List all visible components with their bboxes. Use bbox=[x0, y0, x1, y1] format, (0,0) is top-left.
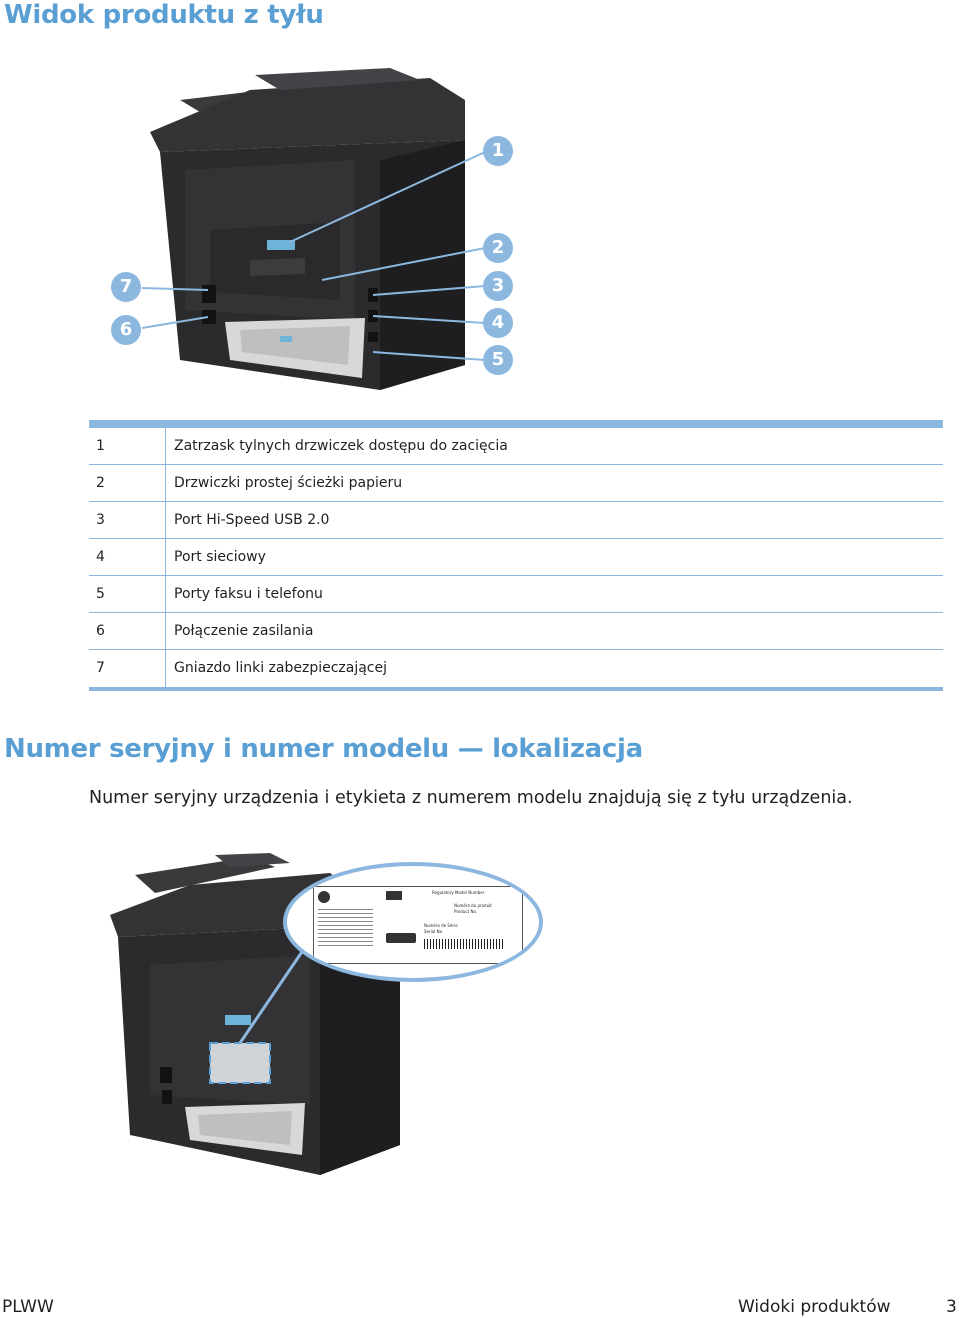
column-divider bbox=[165, 465, 166, 501]
footer-page-number: 3 bbox=[946, 1297, 957, 1317]
fcc-logo-icon bbox=[386, 891, 402, 900]
callout-5: 5 bbox=[483, 345, 513, 375]
row-description: Zatrzask tylnych drzwiczek dostępu do za… bbox=[174, 438, 508, 454]
table-row: 2 Drzwiczki prostej ścieżki papieru bbox=[89, 465, 943, 502]
table-row: 3 Port Hi-Speed USB 2.0 bbox=[89, 502, 943, 539]
legend-table: 1 Zatrzask tylnych drzwiczek dostępu do … bbox=[89, 420, 943, 691]
row-description: Drzwiczki prostej ścieżki papieru bbox=[174, 475, 403, 491]
page-heading-rear-view: Widok produktu z tyłu bbox=[4, 0, 324, 30]
callout-2: 2 bbox=[483, 233, 513, 263]
table-row: 5 Porty faksu i telefonu bbox=[89, 576, 943, 613]
section-heading-serial-model: Numer seryjny i numer modelu — lokalizac… bbox=[4, 734, 643, 764]
callout-6: 6 bbox=[111, 315, 141, 345]
table-row: 7 Gniazdo linki zabezpieczającej bbox=[89, 650, 943, 687]
label-product-no: Product No. bbox=[454, 909, 478, 914]
column-divider bbox=[165, 613, 166, 649]
column-divider bbox=[165, 539, 166, 575]
table-row: 6 Połączenie zasilania bbox=[89, 613, 943, 650]
hp-logo-icon bbox=[318, 891, 330, 903]
label-regulatory-text: Regulatory Model Number bbox=[432, 890, 485, 895]
serial-label-magnified: Regulatory Model Number Numéro du produi… bbox=[283, 862, 543, 982]
column-divider bbox=[165, 502, 166, 538]
label-serial-no-fr: Numéro de Série bbox=[424, 923, 458, 928]
callout-1: 1 bbox=[483, 136, 513, 166]
row-description: Porty faksu i telefonu bbox=[174, 586, 323, 602]
row-number: 3 bbox=[96, 512, 105, 528]
row-number: 4 bbox=[96, 549, 105, 565]
printer-rear-illustration bbox=[141, 68, 486, 390]
label-fine-print bbox=[318, 909, 373, 949]
barcode-icon bbox=[424, 939, 504, 949]
row-number: 7 bbox=[96, 660, 105, 676]
table-top-bar bbox=[89, 420, 943, 428]
footer-left-text: PLWW bbox=[2, 1297, 54, 1317]
table-bottom-bar bbox=[89, 687, 943, 691]
table-row: 4 Port sieciowy bbox=[89, 539, 943, 576]
row-description: Port Hi-Speed USB 2.0 bbox=[174, 512, 330, 528]
column-divider bbox=[165, 650, 166, 687]
column-divider bbox=[165, 428, 166, 464]
column-divider bbox=[165, 576, 166, 612]
label-product-no-fr: Numéro du produit bbox=[454, 903, 492, 908]
row-number: 2 bbox=[96, 475, 105, 491]
row-number: 6 bbox=[96, 623, 105, 639]
row-number: 1 bbox=[96, 438, 105, 454]
callout-4: 4 bbox=[483, 308, 513, 338]
footer-section-title: Widoki produktów bbox=[738, 1297, 891, 1317]
callout-7: 7 bbox=[111, 272, 141, 302]
row-number: 5 bbox=[96, 586, 105, 602]
table-row: 1 Zatrzask tylnych drzwiczek dostępu do … bbox=[89, 428, 943, 465]
printer-serial-label-illustration bbox=[110, 853, 400, 1175]
section-body-text: Numer seryjny urządzenia i etykieta z nu… bbox=[89, 788, 853, 808]
serial-label-card: Regulatory Model Number Numéro du produi… bbox=[313, 886, 523, 964]
row-description: Port sieciowy bbox=[174, 549, 266, 565]
label-serial-no: Serial No. bbox=[424, 929, 444, 934]
certification-marks-icon bbox=[386, 933, 416, 943]
row-description: Połączenie zasilania bbox=[174, 623, 314, 639]
row-description: Gniazdo linki zabezpieczającej bbox=[174, 660, 388, 676]
callout-3: 3 bbox=[483, 271, 513, 301]
